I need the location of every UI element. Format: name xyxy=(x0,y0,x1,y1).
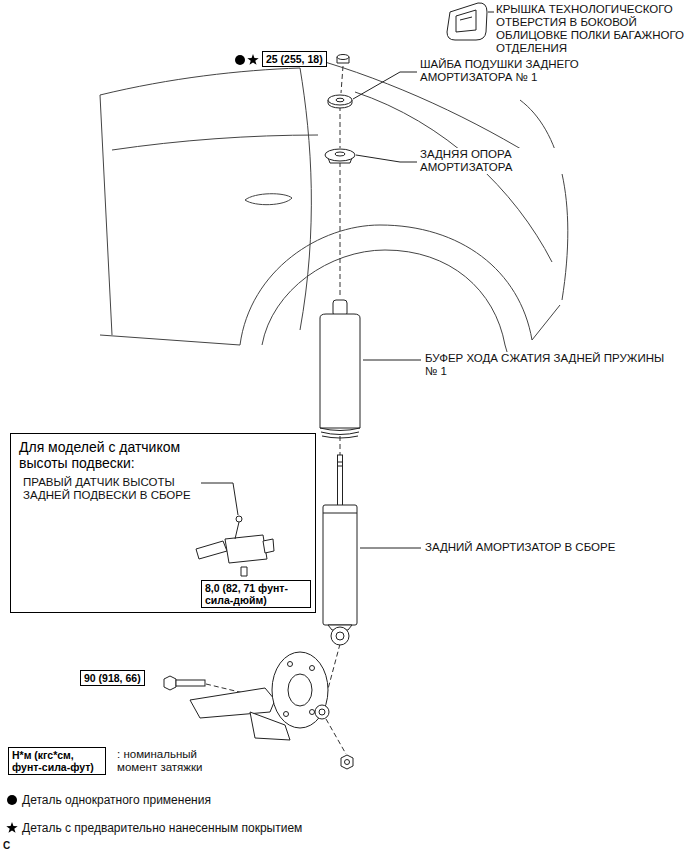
top-nut-marks-part xyxy=(235,55,245,65)
legend-symbols xyxy=(6,795,17,833)
shock-support-part xyxy=(335,152,345,156)
shock-nut xyxy=(337,55,349,64)
height-sensor-part xyxy=(263,539,274,553)
shock-absorber-part xyxy=(338,462,343,466)
bump-stopper-part xyxy=(320,314,360,428)
torque-text: Н*м (кгс*см, фунт-сила-фут) xyxy=(12,749,102,773)
shock-support xyxy=(325,149,355,163)
shock-absorber-part xyxy=(323,513,357,514)
height-sensor-part xyxy=(241,567,247,576)
knuckle-part xyxy=(310,710,315,715)
torque-value-box: 8,0 (82, 71 фунт-сила-дюйм) xyxy=(201,580,311,608)
access-cover-part xyxy=(460,17,472,20)
shock-absorber-part xyxy=(323,505,357,625)
shock-absorber-part xyxy=(336,632,344,640)
shock-nut-part xyxy=(337,55,349,60)
knuckle-part xyxy=(310,666,315,671)
lower-nut xyxy=(341,755,353,769)
torque-legend-box: Н*м (кгс*см, фунт-сила-фут) xyxy=(8,747,106,775)
shock-absorber-part xyxy=(338,455,343,507)
access-cover xyxy=(447,3,487,40)
leader-lines-part xyxy=(356,155,417,162)
car-body-outline-part xyxy=(112,135,318,150)
part-label: ЗАДНЯЯ ОПОРА АМОРТИЗАТОРА xyxy=(420,148,580,174)
part-label: КРЫШКА ТЕХНОЛОГИЧЕСКОГО ОТВЕРСТИЯ В БОКО… xyxy=(496,3,686,55)
lower-nut-part xyxy=(341,755,353,769)
bump-stopper-part xyxy=(320,428,360,438)
access-cover-part xyxy=(456,10,476,32)
torque-text: 8,0 (82, 71 фунт-сила-дюйм) xyxy=(205,582,307,606)
car-body-outline-part xyxy=(100,335,240,345)
car-body-outline-part xyxy=(100,95,112,335)
knuckle-part xyxy=(284,712,289,717)
leader-lines-part xyxy=(488,12,494,13)
center-line-part xyxy=(341,66,343,93)
knuckle-part xyxy=(315,705,329,719)
knuckle-bolt-part xyxy=(176,680,205,686)
lower-nut-part xyxy=(345,760,350,765)
shock-absorber-part xyxy=(331,627,349,645)
shock-support-part xyxy=(325,149,355,161)
torque-text: 90 (918, 66) xyxy=(84,672,141,684)
height-sensor-part xyxy=(225,535,267,563)
inset-heading: Для моделей с датчиком высоты подвески: xyxy=(19,439,224,471)
leader-lines-part xyxy=(353,72,417,99)
leader-lines-part xyxy=(360,548,421,549)
center-line-part xyxy=(340,436,341,455)
knuckle-part xyxy=(288,674,312,706)
part-label: БУФЕР ХОДА СЖАТИЯ ЗАДНЕЙ ПРУЖИНЫ № 1 xyxy=(425,352,665,378)
access-cover-part xyxy=(447,3,487,40)
cushion-washer-part xyxy=(336,98,344,102)
car-body-outline-part xyxy=(240,225,532,345)
cushion-washer xyxy=(328,95,352,108)
legend-text: Деталь с предварительно нанесенным покры… xyxy=(22,821,302,835)
knuckle-part xyxy=(250,712,290,740)
shock-absorber xyxy=(323,455,357,645)
part-label: ШАЙБА ПОДУШКИ ЗАДНЕГО АМОРТИЗАТОРА № 1 xyxy=(420,58,620,84)
car-body-outline-part xyxy=(532,305,560,340)
car-body-outline-part xyxy=(520,100,568,300)
part-label: ПРАВЫЙ ДАТЧИК ВЫСОТЫ ЗАДНЕЙ ПОДВЕСКИ В С… xyxy=(23,476,195,502)
legend-note: : номинальный момент затяжки xyxy=(117,748,229,774)
legend-text: Деталь однократного применения xyxy=(22,793,211,807)
car-body-outline-part xyxy=(355,92,552,262)
center-line-part xyxy=(340,106,341,148)
cushion-washer-part xyxy=(328,95,352,105)
knuckle-bolt xyxy=(164,676,205,690)
torque-value-box: 25 (255, 18) xyxy=(262,51,327,67)
height-sensor-part xyxy=(235,522,239,539)
knuckle xyxy=(190,652,329,740)
part-label: ЗАДНИЙ АМОРТИЗАТОР В СБОРЕ xyxy=(425,541,685,554)
knuckle-part xyxy=(288,662,293,667)
center-line-part xyxy=(340,162,341,298)
knuckle-part xyxy=(190,688,275,718)
torque-value-box: 90 (918, 66) xyxy=(80,670,145,686)
knuckle-part xyxy=(319,709,325,715)
inset-panel: Для моделей с датчиком высоты подвески: П… xyxy=(10,433,316,613)
top-nut-marks xyxy=(235,54,259,65)
leader-lines xyxy=(353,12,494,548)
knuckle-bolt-part xyxy=(164,676,176,690)
torque-text: 25 (255, 18) xyxy=(266,53,323,65)
center-line-part xyxy=(326,719,346,754)
legend-symbols-part xyxy=(7,795,17,805)
height-sensor-part xyxy=(236,516,242,522)
top-nut-marks-part xyxy=(247,54,258,65)
bump-stopper xyxy=(320,300,360,438)
car-body-outline-part xyxy=(245,194,292,205)
car-body-outline-part xyxy=(262,250,505,345)
knuckle-part xyxy=(272,652,328,728)
height-sensor-part xyxy=(196,541,227,559)
car-body-outline-part xyxy=(100,68,300,95)
legend-symbols-part xyxy=(6,822,17,833)
figure-code: C xyxy=(3,840,10,852)
car-body-outline-part xyxy=(300,68,311,330)
leader-lines-part xyxy=(363,360,421,361)
leader-line xyxy=(201,483,238,515)
